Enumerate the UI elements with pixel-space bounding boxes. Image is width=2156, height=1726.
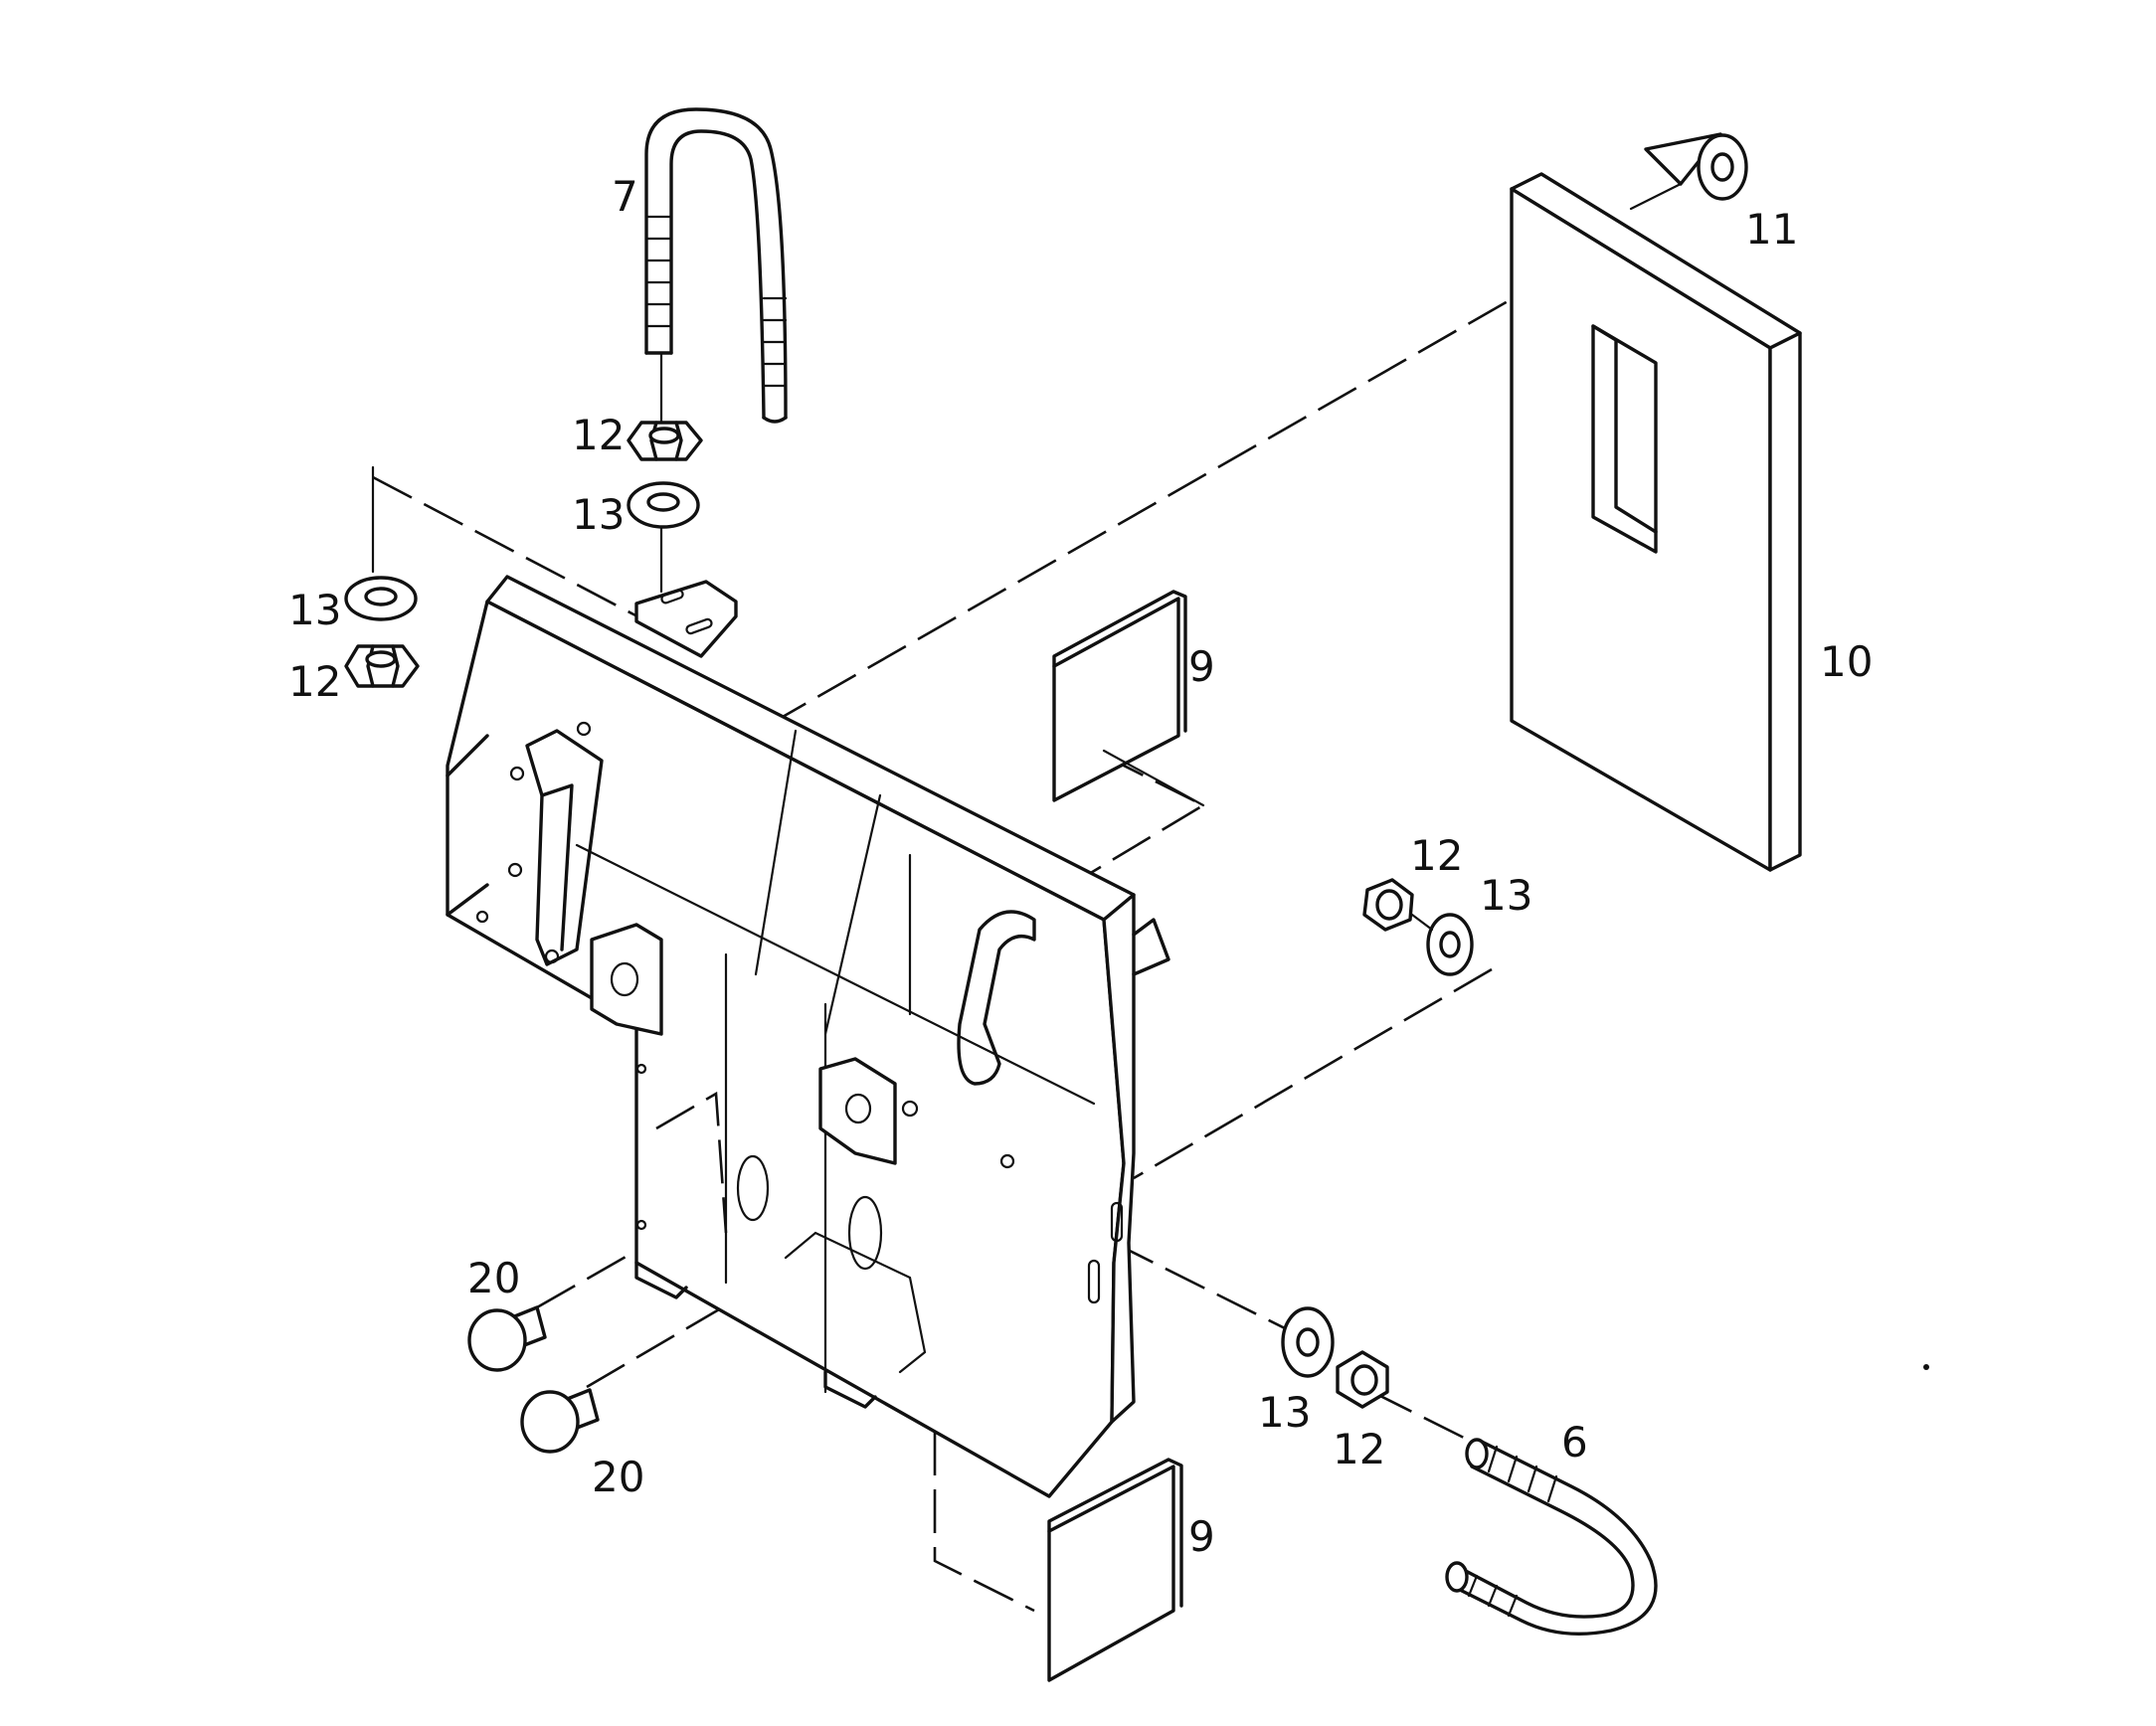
- callout-12-right: 12: [1410, 831, 1463, 880]
- part-9-pad-top: [1052, 590, 1205, 807]
- part-20-knob-bottom: [520, 1388, 600, 1454]
- callout-9-bottom: 9: [1188, 1512, 1215, 1561]
- callout-20-top: 20: [467, 1254, 520, 1302]
- washer-right: [1426, 913, 1474, 976]
- guide-right-link: [1410, 913, 1434, 932]
- callout-13-right: 13: [1480, 871, 1532, 920]
- hex-nut-right: [1362, 878, 1414, 932]
- main-panel: [446, 575, 1136, 1498]
- panel-plate-left: [590, 923, 663, 1036]
- callout-13-top: 13: [572, 490, 625, 539]
- callout-7: 7: [612, 172, 638, 221]
- washer-top: [627, 481, 700, 529]
- panel-plate-center: [818, 1057, 919, 1165]
- mounting-bracket: [634, 580, 1170, 976]
- callout-13-left: 13: [288, 586, 341, 634]
- part-10-plate: [1510, 172, 1802, 872]
- stray-mark: [1923, 1364, 1929, 1370]
- callout-12-top: 12: [572, 411, 625, 459]
- callout-12-bottom: 12: [1333, 1425, 1385, 1473]
- callout-6: 6: [1561, 1418, 1588, 1467]
- callout-labels: 7 12 13 13 12 11 10 9 12 13 20 20 13 12 …: [288, 172, 1873, 1561]
- callout-13-bottom: 13: [1258, 1388, 1311, 1437]
- part-6-u-bolt: [1445, 1438, 1658, 1636]
- panel-handle: [957, 910, 1036, 1086]
- callout-10: 10: [1820, 637, 1873, 686]
- part-7-u-bolt: [644, 107, 788, 594]
- hex-nut-bottom: [1336, 1350, 1389, 1409]
- hex-nut-left: [344, 644, 420, 688]
- part-20-knob-top: [467, 1305, 547, 1372]
- washer-left: [344, 576, 418, 621]
- callout-12-left: 12: [288, 657, 341, 706]
- part-11-cone-cap: [1629, 132, 1748, 211]
- callout-9-top: 9: [1188, 642, 1215, 691]
- hex-nut-top: [627, 421, 703, 461]
- callout-11: 11: [1745, 205, 1798, 254]
- washer-bottom: [1281, 1306, 1335, 1378]
- part-9-pad-bottom: [1047, 1458, 1183, 1682]
- callout-20-bottom: 20: [592, 1453, 644, 1501]
